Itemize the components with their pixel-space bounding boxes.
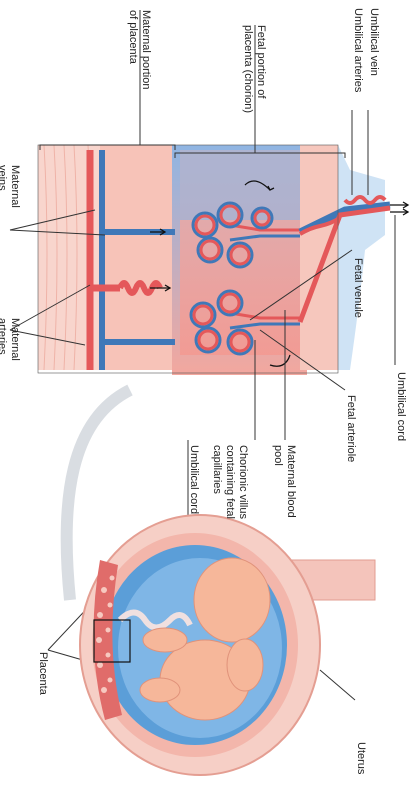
- text-labels: Maternal portion of placenta Fetal porti…: [0, 8, 407, 775]
- label-maternal-blood-pool: Maternal blood pool: [272, 445, 297, 521]
- label-fetal-venule: Fetal venule: [352, 258, 364, 318]
- label-fetal-arteriole: Fetal arteriole: [345, 395, 357, 462]
- label-umbilical-arteries: Umbilical arteries: [352, 8, 364, 93]
- label-maternal-veins: Maternal veins: [0, 165, 21, 211]
- label-maternal-portion: Maternal portion of placenta: [127, 10, 152, 93]
- blood-flow-arrows: [150, 180, 410, 367]
- label-uterus: Uterus: [355, 742, 367, 775]
- zoom-arrow: [60, 384, 133, 601]
- chorionic-villus-lower: [189, 289, 300, 356]
- label-umbilical-vein: Umbilical vein: [368, 8, 380, 76]
- label-fetal-portion: Fetal portion of placenta (chorion): [242, 25, 267, 113]
- label-chorionic-villus: Chorionic villus containing fetal capill…: [211, 445, 249, 522]
- label-placenta: Placenta: [37, 652, 49, 696]
- chorionic-villus-upper: [191, 201, 300, 269]
- fetus: [139, 557, 271, 721]
- uterus-illustration: [79, 514, 376, 776]
- enlarged-region-box: [93, 619, 131, 663]
- label-maternal-arteries: Maternal arteries: [0, 318, 21, 364]
- chorionic-plate: [300, 145, 338, 370]
- placenta-disc: [93, 560, 122, 720]
- maternal-decidua: [100, 145, 180, 370]
- label-umbilical-cord-right: Umbilical cord: [395, 372, 407, 441]
- label-umbilical-cord-mid: Umbilical cord: [188, 445, 200, 514]
